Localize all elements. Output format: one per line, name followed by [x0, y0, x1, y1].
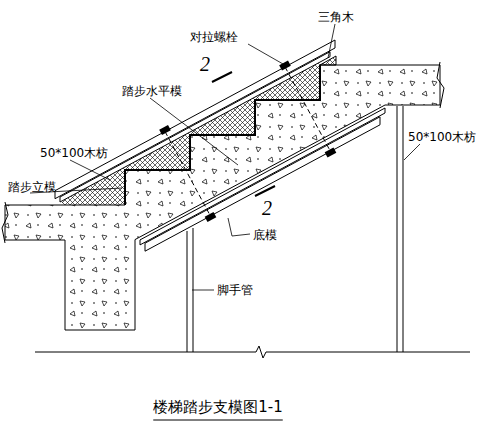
tie-bolt [165, 67, 331, 216]
break-mark [2, 202, 8, 243]
part-label: 50*100木枋 [408, 130, 476, 144]
caption-underline [153, 420, 283, 421]
bottom-form [140, 108, 385, 245]
part-label: 踏步立模 [8, 180, 56, 194]
caption: 楼梯踏步支模图1-1 [153, 398, 283, 416]
section-number: 2 [200, 54, 210, 74]
break-mark [437, 62, 444, 108]
bottom-timber [145, 117, 380, 251]
part-label: 三角木 [318, 10, 354, 24]
top-timber [55, 40, 335, 199]
part-label: 底模 [253, 228, 277, 242]
section-mark [212, 72, 275, 196]
bolt-nuts [159, 61, 336, 222]
part-label: 对拉螺栓 [190, 30, 238, 44]
part-label: 踏步水平模 [122, 84, 182, 98]
ground-line [35, 346, 470, 358]
scaffold-tube [397, 106, 403, 352]
section-number: 2 [262, 198, 272, 218]
part-label: 50*100木枋 [40, 146, 108, 160]
part-label: 脚手管 [217, 283, 253, 297]
leader-lines [30, 24, 420, 290]
